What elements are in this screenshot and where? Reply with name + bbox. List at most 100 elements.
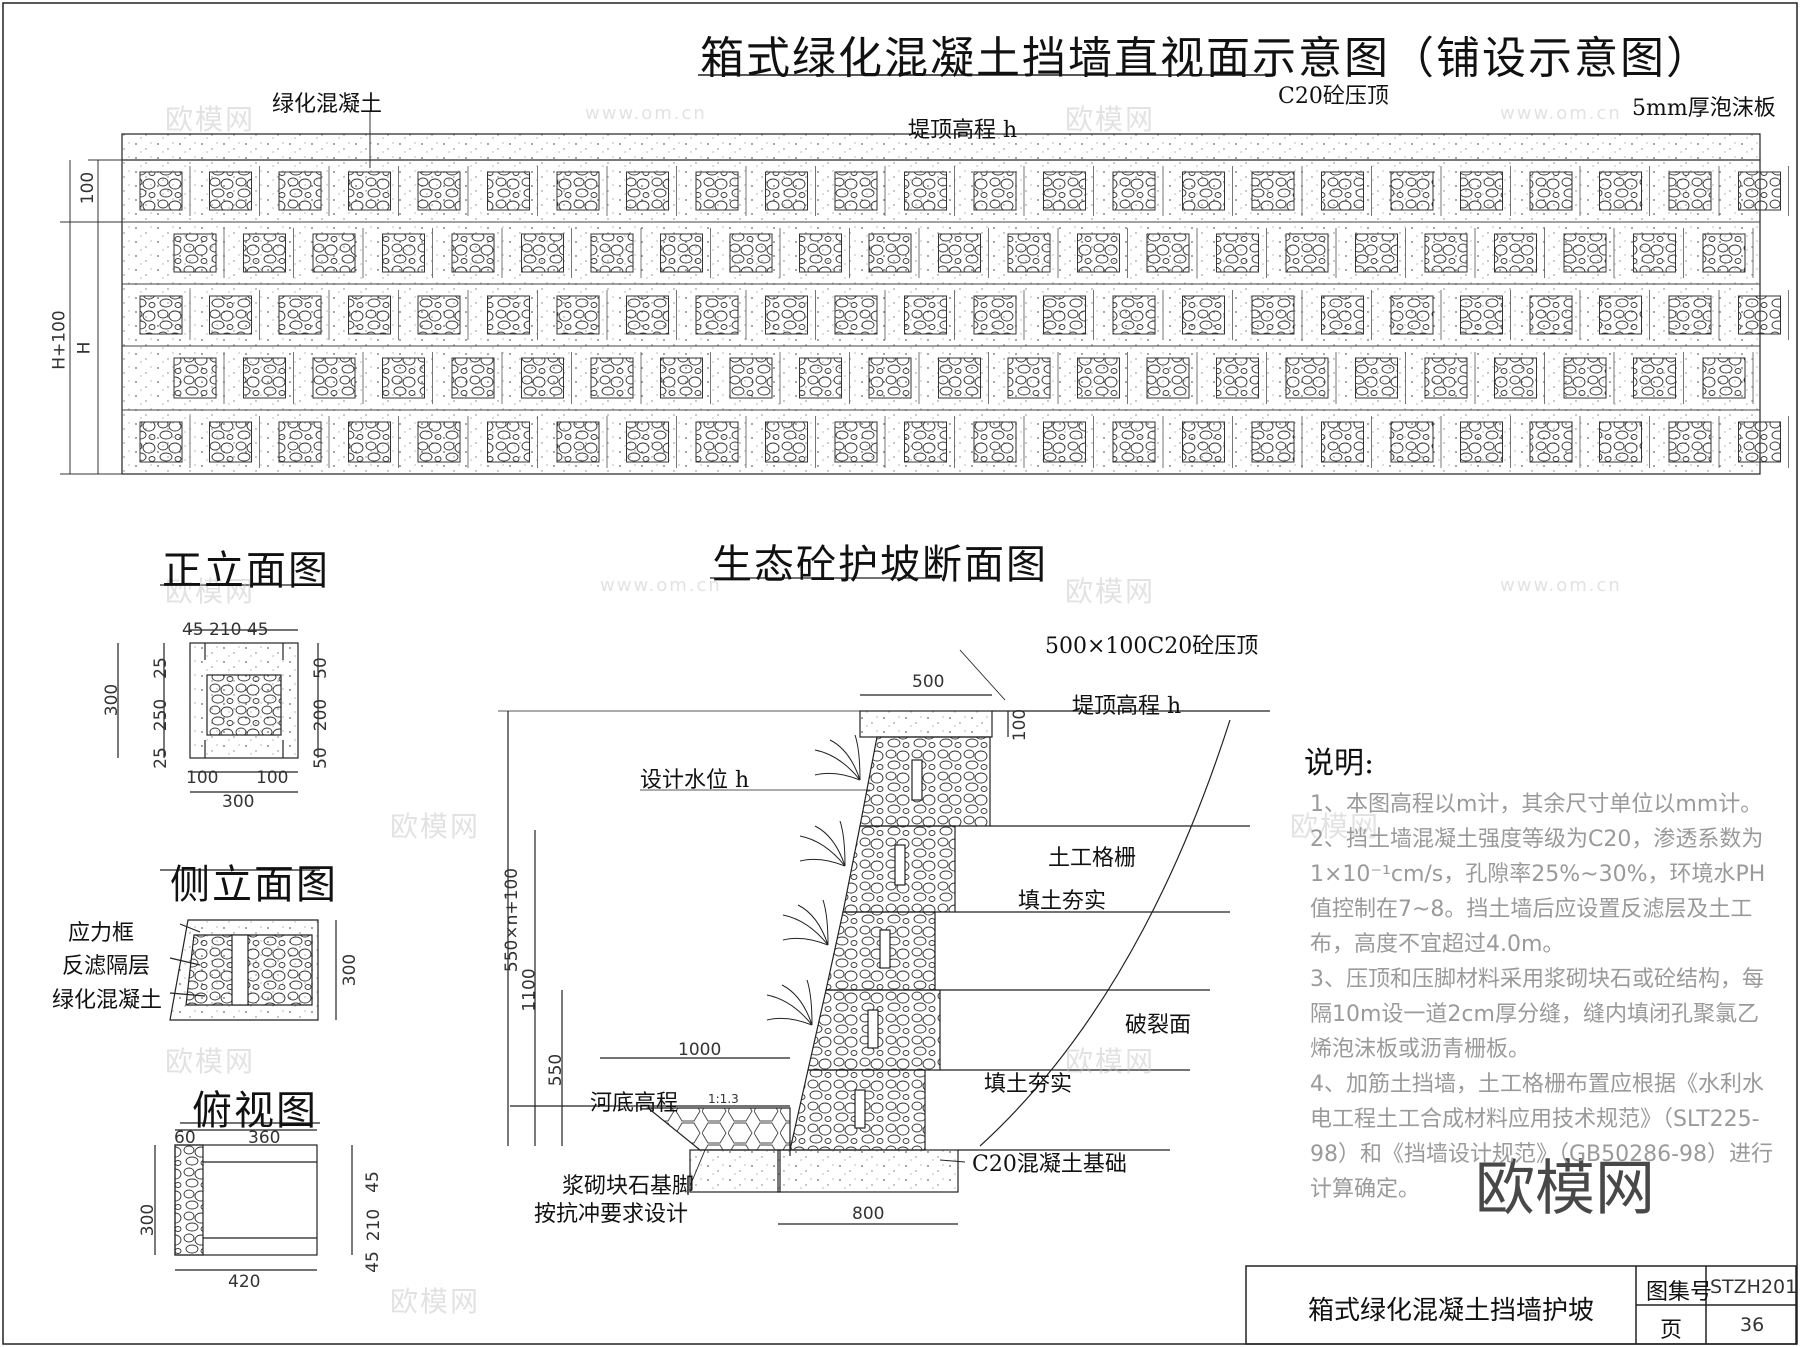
block-cell: [1355, 233, 1398, 273]
block-cell: [1077, 233, 1120, 273]
block-cell: [312, 233, 356, 273]
watermark-url: www.om.cn: [600, 575, 722, 596]
block-cell: [1738, 171, 1781, 211]
block-cell: [626, 421, 669, 463]
block-cell: [1529, 171, 1573, 211]
block-cell: [799, 233, 842, 273]
note-item-1: 1、本图高程以m计，其余尺寸单位以mm计。: [1310, 792, 1763, 817]
block-cell: [1216, 357, 1259, 399]
top-left-dim: 300: [138, 1203, 159, 1237]
grass-tufts: [766, 734, 861, 1026]
block-cell: [695, 171, 739, 211]
block-cell: [1043, 295, 1086, 335]
block-cell: [1355, 357, 1398, 399]
block-cell: [1668, 295, 1712, 335]
block-cell: [1668, 171, 1712, 211]
note-item-3: 3、压顶和压脚材料采用浆砌块石或砼结构，每隔10m设一道2cm厚分缝，缝内填闭孔…: [1310, 967, 1764, 1062]
front-view-drawing: [117, 629, 319, 793]
top-right-dim-45b: 45: [362, 1251, 383, 1273]
note-item-2: 2、挡土墙混凝土强度等级为C20，渗透系数为1×10⁻¹cm/s，孔隙率25%~…: [1310, 827, 1766, 957]
block-cell: [1182, 171, 1225, 211]
block-cell: [1321, 421, 1364, 463]
dim-550: 550: [546, 1053, 567, 1087]
block-cell: [695, 295, 739, 335]
watermark-brand: 欧模网: [1290, 810, 1381, 843]
drawing-name: 箱式绿化混凝土挡墙护坡: [1308, 1296, 1595, 1326]
block-cell: [1424, 233, 1468, 273]
label-cap-size: 500×100C20砼压顶: [1045, 634, 1259, 659]
top-dim-360: 360: [248, 1128, 281, 1148]
block-cell: [765, 171, 808, 211]
top-bottom-dim: 420: [228, 1272, 261, 1292]
block-cell: [1563, 357, 1607, 399]
watermark-brand: 欧模网: [390, 810, 481, 843]
watermark-brand: 欧模网: [165, 103, 256, 136]
block-cell: [487, 421, 530, 463]
label-stress-frame: 应力框: [68, 921, 135, 946]
label-green-concrete: 绿化混凝土: [272, 92, 383, 117]
label-foam-board: 5mm厚泡沫板: [1632, 96, 1776, 121]
front-inner-dim-mid: 250: [151, 698, 172, 732]
block-cell: [1112, 171, 1156, 211]
block-cell: [868, 233, 912, 273]
block-cell: [312, 357, 356, 399]
watermark-brand: 欧模网: [165, 1045, 256, 1078]
front-left-dim: 300: [102, 683, 123, 717]
watermark-brand: 欧模网: [1065, 575, 1156, 608]
watermark-url: www.om.cn: [1500, 575, 1622, 596]
block-cell: [278, 421, 322, 463]
label-crest-elevation: 堤顶高程 h: [908, 118, 1018, 143]
watermark-brand: 欧模网: [390, 1285, 481, 1318]
block-cell: [1112, 295, 1156, 335]
front-bottom-dim-left: 100: [186, 768, 219, 788]
block-cell: [209, 421, 252, 463]
block-cell: [451, 233, 495, 273]
block-cell: [1285, 233, 1329, 273]
block-cell: [834, 295, 878, 335]
front-top-dims: 45 210 45: [182, 620, 269, 640]
watermark-brand: 欧模网: [1065, 1045, 1156, 1078]
block-cell: [1043, 421, 1086, 463]
block-cell: [1390, 295, 1434, 335]
block-cell: [1146, 233, 1190, 273]
page-label: 页: [1660, 1318, 1683, 1343]
label-footing-design: 按抗冲要求设计: [534, 1202, 689, 1227]
block-cell: [1043, 171, 1086, 211]
block-cell: [417, 421, 461, 463]
block-cell: [278, 295, 322, 335]
atlas-label: 图集号: [1646, 1280, 1713, 1305]
label-geogrid: 土工格栅: [1048, 846, 1137, 871]
section-title: 生态砼护坡断面图: [712, 542, 1048, 588]
block-cell: [1251, 421, 1295, 463]
block-cell: [590, 233, 634, 273]
dim-1100: 1100: [519, 968, 540, 1012]
front-right-dim-mid: 200: [311, 698, 332, 732]
block-cell: [382, 233, 425, 273]
top-right-dim-45a: 45: [362, 1171, 383, 1193]
front-right-dim-bottom: 50: [310, 747, 331, 769]
block-cell: [1599, 421, 1642, 463]
top-dim-60: 60: [174, 1128, 196, 1148]
top-view-drawing: [154, 1129, 353, 1271]
label-section-crest: 堤顶高程 h: [1072, 694, 1182, 719]
side-right-dim: 300: [340, 953, 361, 987]
label-design-water: 设计水位 h: [640, 768, 750, 793]
block-cell: [1146, 357, 1190, 399]
block-cell: [904, 421, 947, 463]
block-cell: [1216, 233, 1259, 273]
block-cell: [1182, 421, 1225, 463]
dim-cap-500: 500: [912, 672, 945, 692]
block-cell: [904, 171, 947, 211]
block-cell: [243, 357, 286, 399]
block-cell: [487, 295, 530, 335]
note-item-4: 4、加筋土挡墙，土工格栅布置应根据《水利水电工程土工合成材料应用技术规范》（SL…: [1310, 1072, 1774, 1202]
block-cell: [1007, 357, 1051, 399]
block-cell: [556, 295, 600, 335]
watermark-url: www.om.cn: [585, 103, 707, 124]
dim-h: H: [74, 341, 95, 355]
block-cell: [938, 357, 981, 399]
title-block-frame: [1245, 1265, 1797, 1345]
block-cell: [1599, 171, 1642, 211]
block-cell: [626, 295, 669, 335]
front-inner-dim-bottom: 25: [150, 747, 171, 769]
